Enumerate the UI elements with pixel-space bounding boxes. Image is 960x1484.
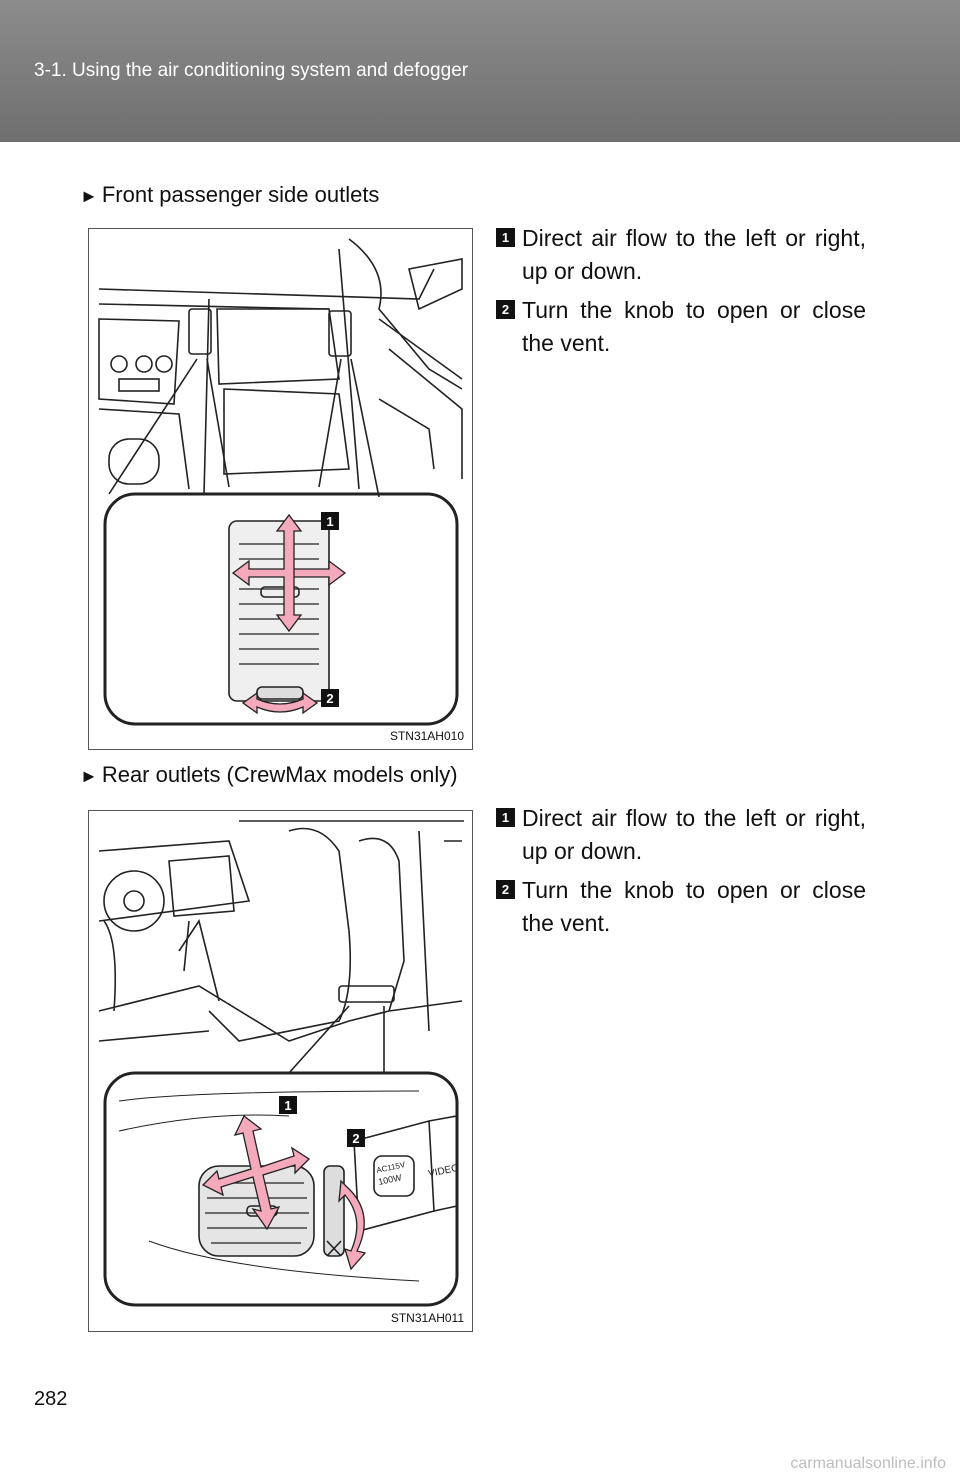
watermark: carmanualsonline.info [790, 1455, 946, 1472]
callout-2: 2 [352, 1131, 359, 1146]
callout-1: 1 [284, 1098, 291, 1113]
step-number-badge: 2 [496, 300, 515, 319]
panel-wattage-label: 100W [377, 1172, 403, 1187]
step-text: Direct air flow to the left or right, up… [522, 225, 866, 284]
page-number: 282 [34, 1388, 68, 1410]
panel-voltage-label: AC115V [376, 1160, 407, 1175]
panel-video-label: VIDEO [427, 1163, 460, 1180]
callout-2: 2 [326, 691, 333, 706]
step-1-front: 1 Direct air flow to the left or right, … [496, 222, 866, 288]
figure-rear-outlets: AC115V 100W VIDEO 1 2 STN31AH011 [88, 810, 473, 1332]
step-2-front: 2 Turn the knob to open or close the ven… [496, 294, 866, 360]
figure-code: STN31AH010 [389, 729, 464, 743]
section-heading-front: ►Front passenger side outlets [80, 182, 380, 207]
callout-1-marker [279, 1096, 297, 1114]
step-number-badge: 2 [496, 880, 515, 899]
triangle-bullet-icon: ► [80, 766, 98, 786]
step-number-badge: 1 [496, 808, 515, 827]
figure-code: STN31AH011 [390, 1311, 464, 1325]
callout-1-marker [321, 512, 339, 530]
triangle-bullet-icon: ► [80, 186, 98, 206]
step-text: Turn the knob to open or close the vent. [522, 297, 866, 356]
figure-front-outlets: 1 2 STN31AH010 [88, 228, 473, 750]
front-outlet-illustration: 1 2 [98, 238, 463, 726]
page-header: 3-1. Using the air conditioning system a… [0, 0, 960, 142]
step-2-rear: 2 Turn the knob to open or close the ven… [496, 874, 866, 940]
callout-1: 1 [326, 514, 333, 529]
step-text: Turn the knob to open or close the vent. [522, 877, 866, 936]
callout-2-marker [321, 689, 339, 707]
chapter-title: 3-1. Using the air conditioning system a… [34, 60, 469, 81]
step-text: Direct air flow to the left or right, up… [522, 805, 866, 864]
rear-outlet-illustration: AC115V 100W VIDEO 1 2 [98, 820, 464, 1307]
section-heading-rear: ►Rear outlets (CrewMax models only) [80, 762, 458, 787]
step-number-badge: 1 [496, 228, 515, 247]
step-1-rear: 1 Direct air flow to the left or right, … [496, 802, 866, 868]
callout-2-marker [347, 1129, 365, 1147]
